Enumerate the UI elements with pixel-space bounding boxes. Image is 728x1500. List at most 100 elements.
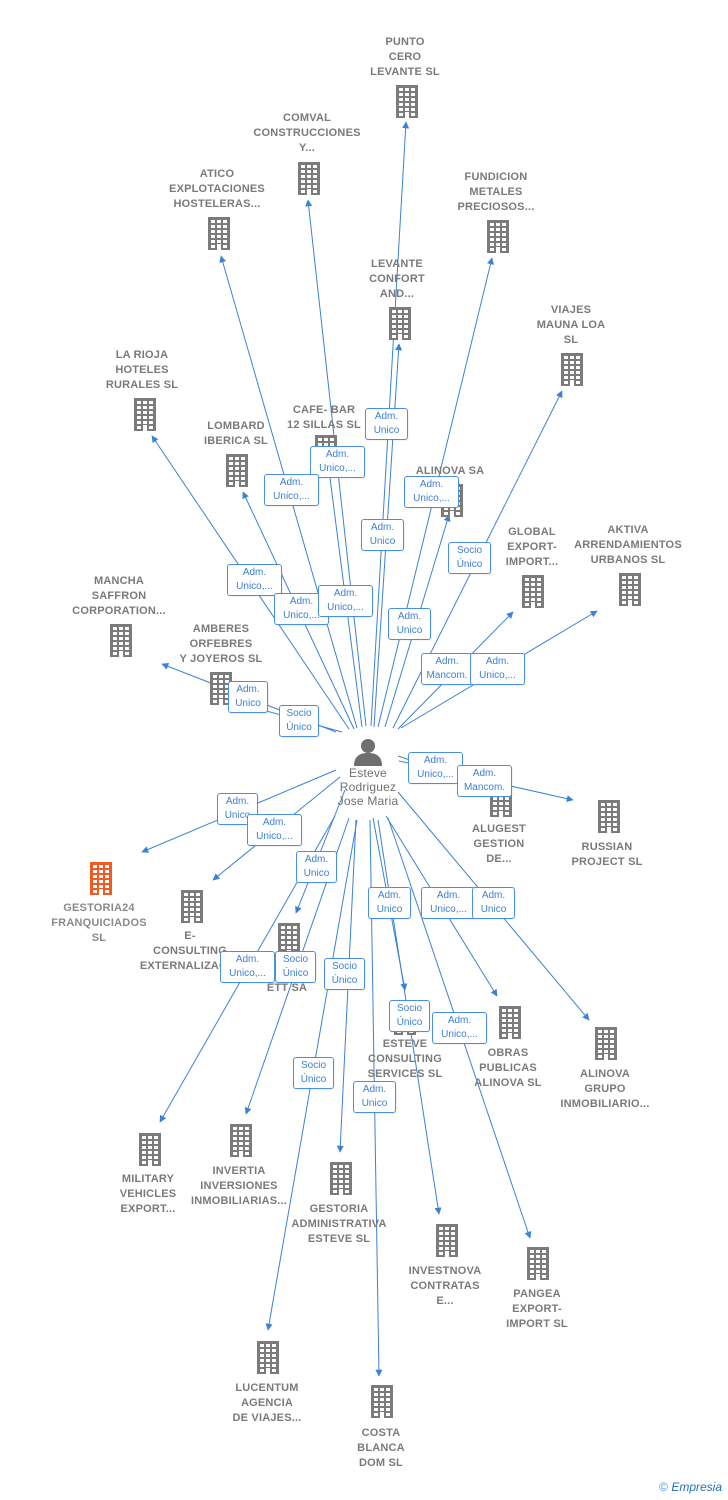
company-icon-lucentum[interactable] — [254, 1340, 282, 1379]
company-label[interactable]: VIAJES MAUNA LOA SL — [536, 304, 606, 346]
relation-label-investnova[interactable]: Socio Único — [389, 1000, 430, 1032]
relation-label-esteve-consulting[interactable]: Adm. Unico — [368, 887, 411, 919]
company-icon-costa-blanca[interactable] — [368, 1384, 396, 1423]
brand-logo[interactable]: Empresia — [671, 1480, 722, 1494]
company-node-e-consulting[interactable]: E- CONSULTING EXTERNALIZACI... — [115, 929, 265, 974]
company-label[interactable]: GESTORIA ADMINISTRATIVA ESTEVE SL — [291, 1203, 387, 1245]
relation-label-aktiva[interactable]: Adm. Unico,... — [470, 653, 525, 685]
relation-label-military[interactable]: Adm. Unico,... — [220, 951, 275, 983]
relation-label-russian[interactable]: Adm. Mancom. — [457, 765, 512, 797]
company-node-esteve-consulting[interactable]: ESTEVE CONSULTING SERVICES SL — [330, 1037, 480, 1082]
relation-label-lucentum[interactable]: Socio Único — [293, 1057, 334, 1089]
company-node-mancha[interactable]: MANCHA SAFFRON CORPORATION... — [44, 574, 194, 619]
company-node-military[interactable]: MILITARY VEHICLES EXPORT... — [73, 1172, 223, 1217]
company-label[interactable]: LOMBARD IBERICA SL — [204, 420, 268, 447]
company-node-global-export[interactable]: GLOBAL EXPORT- IMPORT... — [457, 525, 607, 570]
company-node-invertia[interactable]: INVERTIA INVERSIONES INMOBILIARIAS... — [164, 1164, 314, 1209]
company-icon-amberes[interactable] — [207, 671, 235, 710]
relation-label-pangea[interactable]: Adm. Unico,... — [432, 1012, 487, 1044]
company-icon-alinova-grupo[interactable] — [592, 1026, 620, 1065]
company-node-atico[interactable]: ATICO EXPLOTACIONES HOSTELERAS... — [142, 167, 292, 212]
company-node-costa-blanca[interactable]: COSTA BLANCA DOM SL — [306, 1426, 456, 1471]
relation-label-costa-blanca[interactable]: Adm. Unico — [353, 1081, 396, 1113]
relation-label-viajes-mauna[interactable]: Socio Único — [448, 542, 491, 574]
company-label[interactable]: LA RIOJA HOTELES RURALES SL — [105, 349, 179, 391]
company-icon-gestoria-adm[interactable] — [327, 1161, 355, 1200]
relation-label-mancha[interactable]: Adm. Unico — [228, 681, 268, 713]
company-node-russian[interactable]: RUSSIAN PROJECT SL — [532, 840, 682, 870]
relation-label-atico[interactable]: Adm. Unico,... — [264, 474, 319, 506]
company-node-gestoria-adm[interactable]: GESTORIA ADMINISTRATIVA ESTEVE SL — [264, 1202, 414, 1247]
company-icon-punto-cero[interactable] — [393, 84, 421, 123]
company-node-levante-confort[interactable]: LEVANTE CONFORT AND... — [322, 257, 472, 302]
company-label[interactable]: RUSSIAN PROJECT SL — [571, 841, 643, 868]
person-node[interactable]: Esteve Rodriguez Jose Maria — [293, 738, 443, 808]
relation-label-fundicion[interactable]: Adm. Unico,... — [404, 476, 459, 508]
company-icon-e-consulting[interactable] — [178, 889, 206, 928]
company-icon-fundicion[interactable] — [484, 219, 512, 258]
relation-label-comval[interactable]: Adm. Unico,... — [310, 446, 365, 478]
relation-label-global-export[interactable]: Adm. Mancom. — [421, 653, 473, 685]
company-icon-atico[interactable] — [205, 216, 233, 255]
company-label[interactable]: INVESTNOVA CONTRATAS E... — [408, 1265, 482, 1307]
company-label[interactable]: AKTIVA ARRENDAMIENTOS URBANOS SL — [574, 524, 682, 566]
company-node-alugest[interactable]: ALUGEST GESTION DE... — [424, 822, 574, 867]
relation-label-amberes[interactable]: Socio Único — [279, 705, 319, 737]
company-label[interactable]: COSTA BLANCA DOM SL — [357, 1427, 405, 1469]
relation-label-gestoria24[interactable]: Adm. Unico — [217, 793, 258, 825]
company-label[interactable]: ATICO EXPLOTACIONES HOSTELERAS... — [169, 168, 265, 210]
company-icon-invertia[interactable] — [227, 1123, 255, 1162]
company-node-ett[interactable]: ETT SA — [212, 981, 362, 996]
company-icon-levante-confort[interactable] — [386, 306, 414, 345]
company-label[interactable]: MANCHA SAFFRON CORPORATION... — [72, 575, 166, 617]
company-icon-global-export[interactable] — [519, 574, 547, 613]
company-label[interactable]: CAFE- BAR 12 SILLAS SL — [287, 404, 361, 431]
relation-label-cafe-bar[interactable]: Adm. Unico — [388, 608, 431, 640]
company-label[interactable]: ALINOVA SA — [415, 465, 485, 477]
company-label[interactable]: PANGEA EXPORT- IMPORT SL — [506, 1288, 568, 1330]
company-label[interactable]: COMVAL CONSTRUCCIONES Y... — [253, 112, 361, 154]
company-icon-pangea[interactable] — [524, 1246, 552, 1285]
company-icon-military[interactable] — [136, 1132, 164, 1171]
company-label[interactable]: LUCENTUM AGENCIA DE VIAJES... — [232, 1382, 302, 1424]
company-node-viajes-mauna[interactable]: VIAJES MAUNA LOA SL — [496, 303, 646, 348]
company-node-amberes[interactable]: AMBERES ORFEBRES Y JOYEROS SL — [146, 622, 296, 667]
relation-label-invertia[interactable]: Socio Único — [275, 951, 316, 983]
company-label[interactable]: AMBERES ORFEBRES Y JOYEROS SL — [179, 623, 263, 665]
company-label[interactable]: GLOBAL EXPORT- IMPORT... — [505, 526, 559, 568]
company-label[interactable]: OBRAS PUBLICAS ALINOVA SL — [474, 1047, 542, 1089]
company-label[interactable]: ALUGEST GESTION DE... — [472, 823, 526, 865]
company-node-gestoria24[interactable]: GESTORIA24 FRANQUICIADOS SL — [24, 901, 174, 946]
company-node-investnova[interactable]: INVESTNOVA CONTRATAS E... — [370, 1264, 520, 1309]
company-node-obras-publicas[interactable]: OBRAS PUBLICAS ALINOVA SL — [433, 1046, 583, 1091]
relation-label-gestoria-adm[interactable]: Socio Único — [324, 958, 365, 990]
company-label[interactable]: ALINOVA GRUPO INMOBILIARIO... — [560, 1068, 650, 1110]
company-node-lucentum[interactable]: LUCENTUM AGENCIA DE VIAJES... — [192, 1381, 342, 1426]
company-icon-la-rioja[interactable] — [131, 397, 159, 436]
company-label[interactable]: MILITARY VEHICLES EXPORT... — [119, 1173, 177, 1215]
relation-label-alugest[interactable]: Adm. Unico,... — [408, 752, 463, 784]
person-label[interactable]: Esteve Rodriguez Jose Maria — [337, 766, 399, 808]
company-label[interactable]: FUNDICION METALES PRECIOSOS... — [457, 171, 535, 213]
company-label[interactable]: E- CONSULTING EXTERNALIZACI... — [139, 930, 241, 972]
relation-label-alinova-sa[interactable]: Adm. Unico,... — [318, 585, 373, 617]
company-icon-aktiva[interactable] — [616, 572, 644, 611]
relation-label-la-rioja[interactable]: Adm. Unico,... — [227, 564, 282, 596]
company-node-alinova-grupo[interactable]: ALINOVA GRUPO INMOBILIARIO... — [530, 1067, 680, 1112]
company-node-comval[interactable]: COMVAL CONSTRUCCIONES Y... — [232, 111, 382, 156]
relation-label-e-consulting[interactable]: Adm. Unico,... — [247, 814, 302, 846]
relation-label-levante-confort[interactable]: Adm. Unico — [361, 519, 404, 551]
company-icon-gestoria24[interactable] — [87, 861, 115, 900]
company-label[interactable]: PUNTO CERO LEVANTE SL — [370, 36, 440, 78]
company-node-punto-cero[interactable]: PUNTO CERO LEVANTE SL — [330, 35, 480, 80]
company-icon-viajes-mauna[interactable] — [558, 352, 586, 391]
relation-label-obras-publicas[interactable]: Adm. Unico,... — [421, 887, 476, 919]
company-label[interactable]: ESTEVE CONSULTING SERVICES SL — [367, 1038, 443, 1080]
company-icon-lombard[interactable] — [223, 453, 251, 492]
company-icon-comval[interactable] — [295, 161, 323, 200]
company-icon-russian[interactable] — [595, 799, 623, 838]
relation-label-alinova-grupo[interactable]: Adm. Unico — [472, 887, 515, 919]
company-icon-investnova[interactable] — [433, 1223, 461, 1262]
company-node-pangea[interactable]: PANGEA EXPORT- IMPORT SL — [462, 1287, 612, 1332]
company-node-la-rioja[interactable]: LA RIOJA HOTELES RURALES SL — [67, 348, 217, 393]
